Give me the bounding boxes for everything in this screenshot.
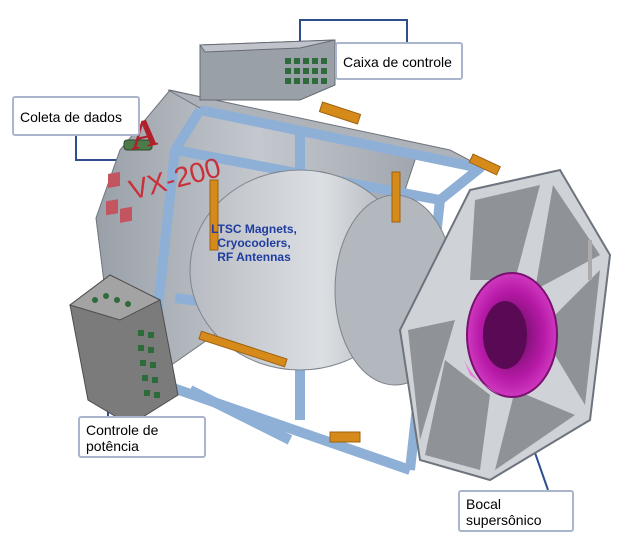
subsystem-line: Cryocoolers, (217, 236, 291, 250)
end-cap-panels (408, 185, 600, 470)
subsystem-line: LTSC Magnets, (211, 222, 297, 236)
side-red-panels (106, 171, 132, 223)
power-panel-connectors (92, 293, 160, 398)
data-connector (123, 139, 153, 151)
leader-line-control-box (299, 19, 408, 48)
callout-nozzle: Bocal supersônico (458, 490, 574, 532)
orange-brackets (198, 101, 501, 443)
subsystem-line: RF Antennas (217, 250, 291, 264)
callout-control-box: Caixa de controle (335, 42, 463, 80)
control-box-connectors (285, 58, 327, 84)
subsystem-label: LTSC Magnets, Cryocoolers, RF Antennas (204, 222, 304, 264)
callout-data-collection: Coleta de dados (12, 96, 140, 136)
callout-power-control: Controle de potência (78, 416, 206, 458)
nozzle-throat (483, 301, 527, 369)
